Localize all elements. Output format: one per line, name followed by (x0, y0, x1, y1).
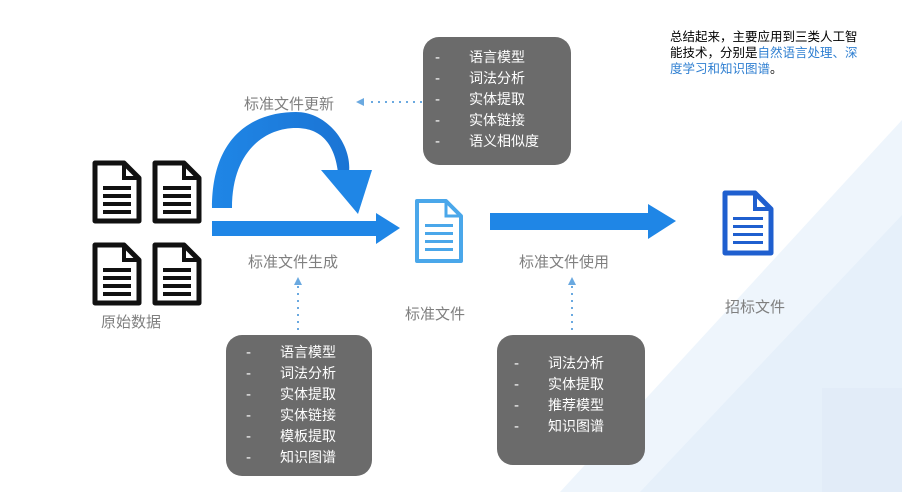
label-std-file: 标准文件 (405, 305, 466, 323)
label-std-use: 标准文件使用 (519, 253, 610, 271)
curved-arrow-head (321, 170, 372, 214)
bullet-dash: - (246, 387, 252, 403)
technique-item: - 实体链接 (246, 406, 372, 427)
bullet-dash: - (246, 345, 252, 361)
use-techniques-list: - 词法分析 - 实体提取 - 推荐模型 - 知识图谱 (497, 335, 645, 438)
bullet-dash: - (435, 92, 441, 108)
bullet-dash: - (435, 50, 441, 66)
technique-label: 实体链接 (280, 408, 336, 424)
bullet-dash: - (435, 134, 441, 150)
technique-item: - 模板提取 (246, 427, 372, 448)
bullet-dash: - (514, 419, 520, 435)
bullet-dash: - (246, 450, 252, 466)
document-icon (92, 242, 142, 306)
technique-label: 模板提取 (280, 429, 336, 445)
summary-end: 。 (770, 61, 783, 76)
technique-label: 实体提取 (280, 387, 336, 403)
technique-label: 词法分析 (548, 356, 604, 372)
document-icon (722, 190, 774, 256)
generate-techniques-box: - 语言模型 - 词法分析 - 实体提取 - 实体链接 - 模板提取 - 知识图谱 (226, 335, 372, 476)
summary-text: 总结起来，主要应用到三类人工智能技术，分别是 (670, 29, 858, 60)
label-raw-data: 原始数据 (101, 313, 162, 331)
technique-label: 推荐模型 (548, 398, 604, 414)
bullet-dash: - (246, 408, 252, 424)
technique-item: - 实体提取 (514, 375, 645, 396)
technique-label: 实体链接 (469, 113, 525, 129)
technique-item: - 推荐模型 (514, 396, 645, 417)
technique-item: - 词法分析 (514, 354, 645, 375)
generate-techniques-list: - 语言模型 - 词法分析 - 实体提取 - 实体链接 - 模板提取 - 知识图谱 (226, 335, 372, 469)
technique-item: - 词法分析 (246, 364, 372, 385)
technique-item: - 实体链接 (435, 111, 571, 132)
technique-label: 语言模型 (469, 50, 525, 66)
use-arrow-shaft (490, 213, 650, 230)
technique-label: 词法分析 (280, 366, 336, 382)
bullet-dash: - (514, 356, 520, 372)
technique-label: 知识图谱 (280, 450, 336, 466)
use-techniques-box: - 词法分析 - 实体提取 - 推荐模型 - 知识图谱 (497, 335, 645, 465)
document-icon (415, 199, 463, 263)
label-std-generate: 标准文件生成 (248, 253, 339, 271)
technique-item: - 实体提取 (246, 385, 372, 406)
technique-item: - 词法分析 (435, 69, 571, 90)
label-bid-file: 招标文件 (725, 298, 786, 316)
update-techniques-list: - 语言模型 - 词法分析 - 实体提取 - 实体链接 - 语义相似度 (423, 37, 571, 153)
technique-label: 语言模型 (280, 345, 336, 361)
technique-item: - 语义相似度 (435, 132, 571, 153)
document-icon (152, 242, 202, 306)
summary-highlight: 自然语言处理、深度学习和知识图谱 (670, 45, 858, 76)
bullet-dash: - (435, 71, 441, 87)
bullet-dash: - (246, 429, 252, 445)
bullet-dash: - (435, 113, 441, 129)
summary-note: 总结起来，主要应用到三类人工智能技术，分别是自然语言处理、深度学习和知识图谱。 (670, 29, 860, 77)
curved-update-arrow (212, 112, 350, 208)
update-techniques-box: - 语言模型 - 词法分析 - 实体提取 - 实体链接 - 语义相似度 (423, 37, 571, 165)
technique-label: 语义相似度 (469, 134, 539, 150)
use-arrow-head (648, 204, 676, 239)
technique-label: 知识图谱 (548, 419, 604, 435)
generate-arrow-head (376, 213, 400, 244)
label-std-update: 标准文件更新 (244, 95, 335, 113)
bullet-dash: - (514, 398, 520, 414)
bullet-dash: - (246, 366, 252, 382)
technique-label: 词法分析 (469, 71, 525, 87)
technique-item: - 语言模型 (435, 48, 571, 69)
technique-item: - 实体提取 (435, 90, 571, 111)
technique-item: - 知识图谱 (246, 448, 372, 469)
technique-label: 实体提取 (548, 377, 604, 393)
bullet-dash: - (514, 377, 520, 393)
technique-item: - 知识图谱 (514, 417, 645, 438)
technique-item: - 语言模型 (246, 343, 372, 364)
generate-arrow-shaft (212, 221, 380, 236)
document-icon (152, 160, 202, 224)
technique-label: 实体提取 (469, 92, 525, 108)
document-icon (92, 160, 142, 224)
